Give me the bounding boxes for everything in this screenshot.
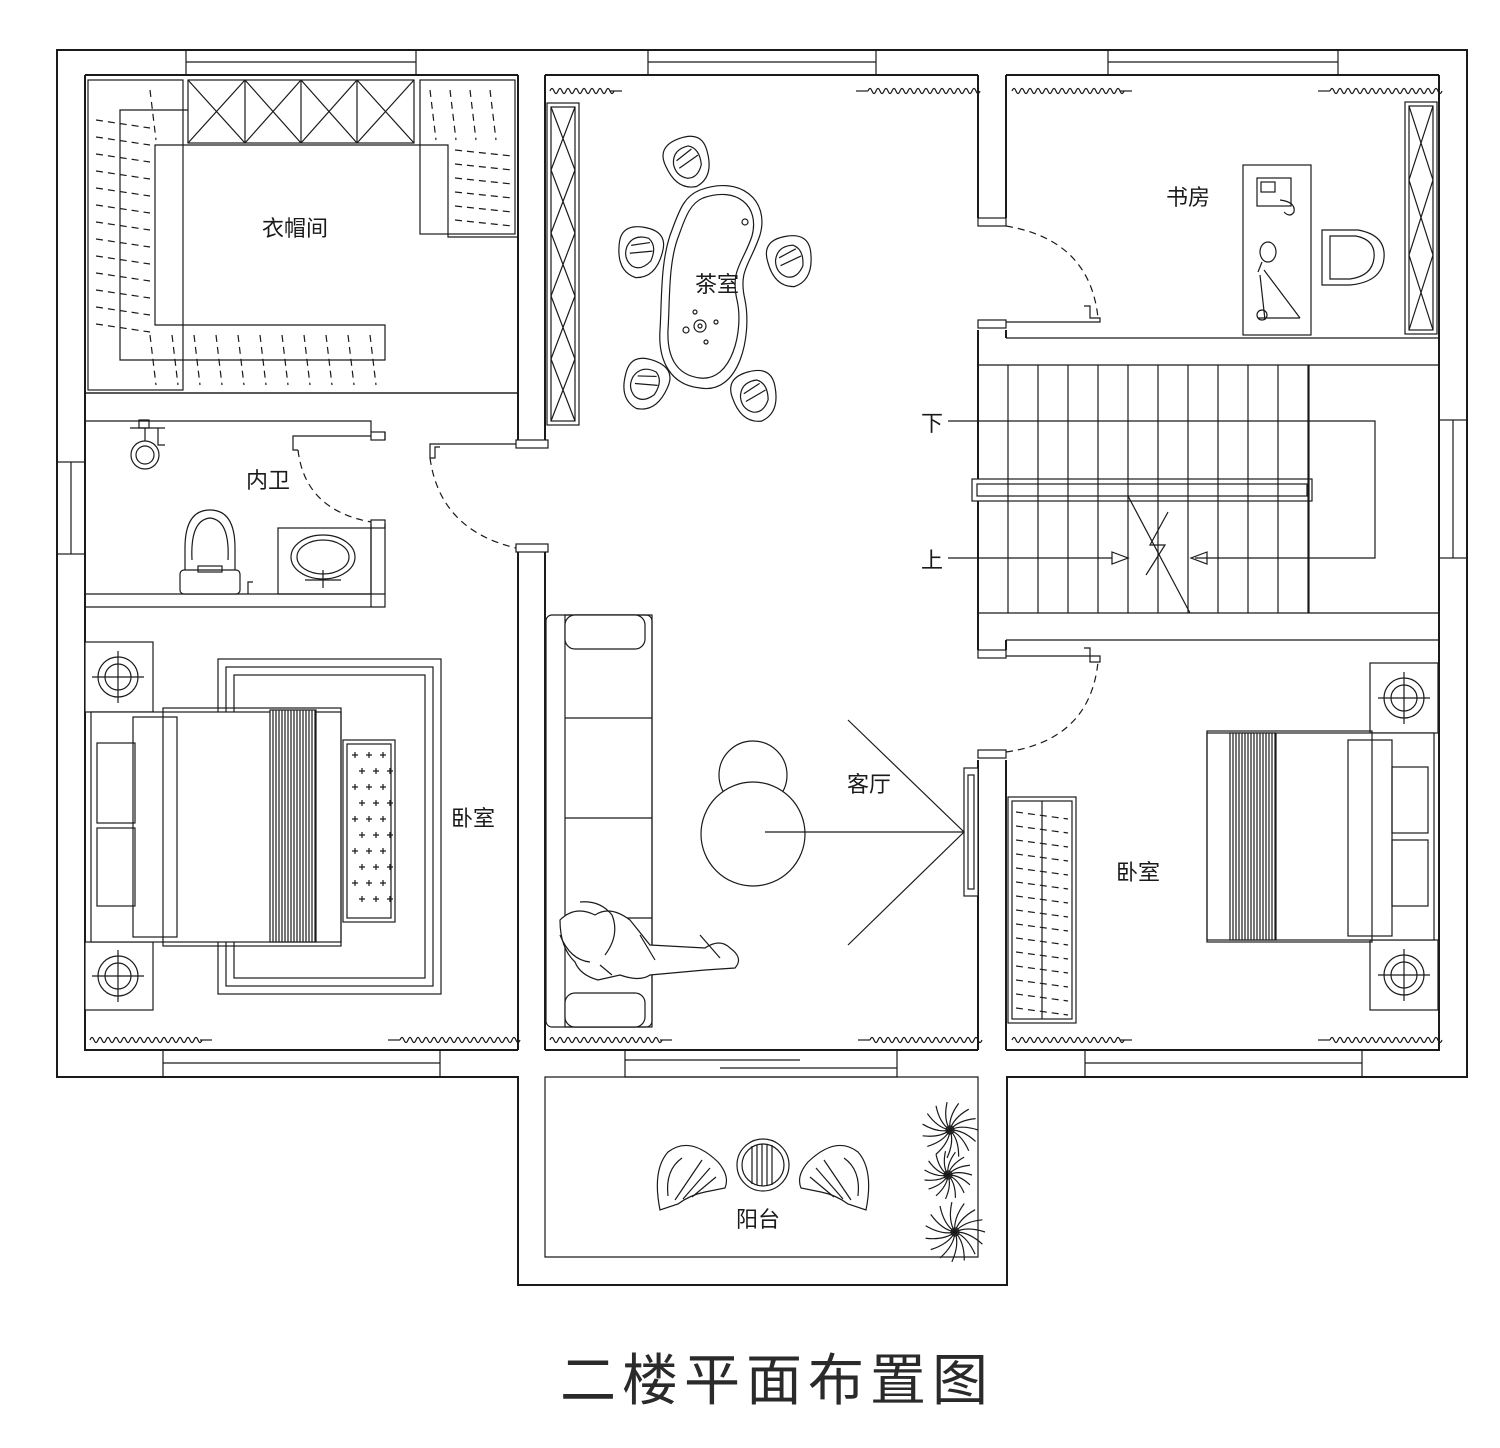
- drawing-title: 二楼平面布置图: [560, 1349, 994, 1414]
- label-master-bedroom: 卧室: [451, 807, 495, 832]
- walkin-closet: [84, 75, 519, 394]
- label-living-room: 客厅: [847, 773, 891, 798]
- label-stair-up: 上: [921, 549, 943, 574]
- curtains: [89, 87, 1443, 1044]
- tea-room-furniture: [546, 102, 812, 426]
- living-room-furniture: [545, 614, 979, 1028]
- label-walkin-closet: 衣帽间: [262, 217, 328, 242]
- interior-walls: [85, 75, 1439, 1258]
- room-labels: 衣帽间 茶室 书房 内卫 卧室 客厅 卧室 阳台 下 上: [246, 186, 1210, 1233]
- label-stair-down: 下: [921, 412, 943, 437]
- balcony-furniture: [656, 1102, 986, 1263]
- label-second-bedroom: 卧室: [1116, 861, 1160, 886]
- label-study: 书房: [1166, 186, 1210, 211]
- staircase: [948, 365, 1376, 614]
- doors: [292, 217, 1101, 759]
- bathroom-fixtures: [130, 419, 372, 595]
- master-bedroom-furniture: [84, 641, 442, 1011]
- label-tea-room: 茶室: [695, 273, 739, 298]
- label-ensuite-bath: 内卫: [246, 469, 290, 494]
- label-balcony: 阳台: [736, 1208, 780, 1233]
- study-furniture: [1242, 101, 1438, 336]
- second-bedroom-furniture: [1007, 662, 1439, 1024]
